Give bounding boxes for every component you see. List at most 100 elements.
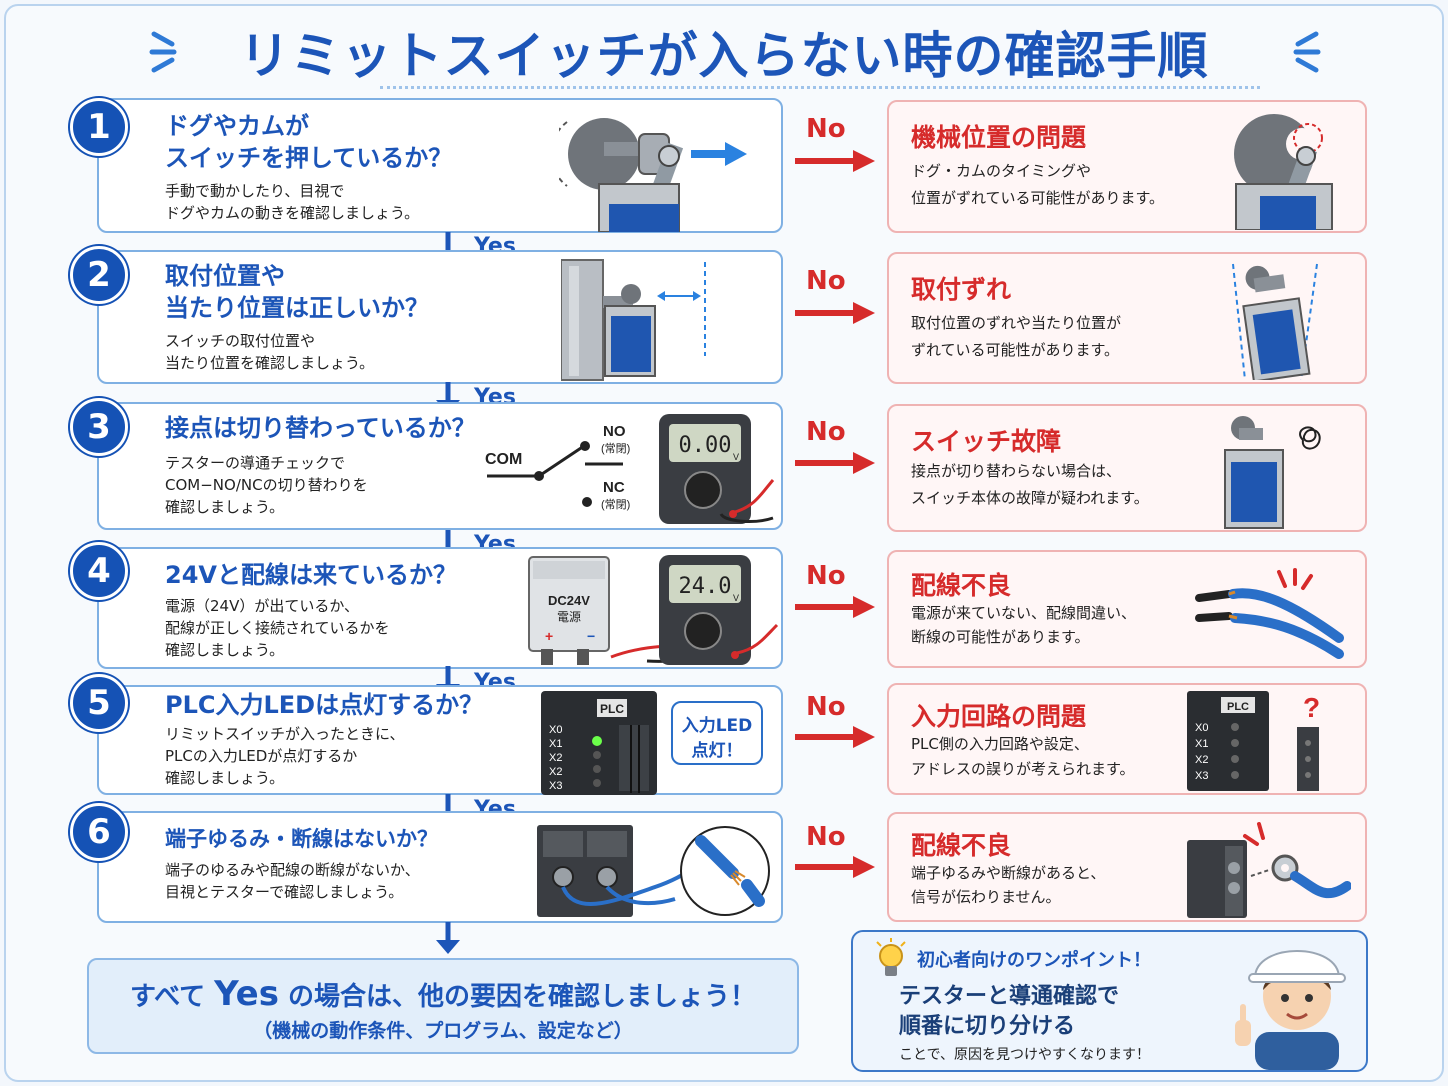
step-number-6: 6	[70, 803, 128, 861]
step-box-3: 接点は切り替わっているか？ テスターの導通チェックで COM−NO/NCの切り替…	[97, 402, 783, 530]
broken-wire-icon	[1195, 568, 1344, 659]
step-question: 24Vと配線は来ているか？	[165, 561, 457, 589]
lightbulb-icon	[876, 938, 906, 976]
led-callout: 入力LED 点灯！	[671, 701, 763, 765]
plc-input-label: X3	[549, 780, 562, 792]
terminal-loose-icon	[537, 825, 770, 917]
plc-input-label: X1	[1195, 738, 1208, 750]
tip-main-line: テスターと導通確認で	[899, 984, 1120, 1009]
meter-unit: V	[733, 593, 739, 603]
result-title: 機械位置の問題	[911, 123, 1087, 152]
loose-terminal-icon	[1187, 822, 1351, 918]
plc-input-label: X3	[1195, 770, 1208, 782]
no-arrow-icon	[795, 596, 875, 618]
switch-mount-icon	[561, 259, 706, 381]
step-desc: 電源（24V）が出ているか、	[165, 597, 360, 615]
result-box-5: 入力回路の問題 PLC側の入力回路や設定、 アドレスの誤りが考えられます。 PL…	[887, 683, 1367, 795]
step-box-5: PLC入力LEDは点灯するか？ リミットスイッチが入ったときに、 PLCの入力L…	[97, 685, 783, 795]
svg-text:−: −	[587, 628, 595, 644]
multimeter-icon: 0.00 V	[659, 414, 775, 524]
final-message-yes: Yes	[214, 974, 279, 1014]
spark-left-icon	[149, 31, 177, 73]
no-arrow-icon	[795, 726, 875, 748]
tip-main-text: テスターと導通確認で 順番に切り分ける	[899, 982, 1119, 1042]
step-number-5: 5	[70, 674, 128, 732]
step-box-1: ドグやカムが スイッチを押しているか？ 手動で動かしたり、目視で ドグやカムの動…	[97, 98, 783, 233]
step-question: スイッチを押しているか？	[165, 144, 453, 172]
step-question: 接点は切り替わっているか？	[165, 414, 476, 442]
result-title: 取付ずれ	[911, 275, 1012, 304]
step-number-2: 2	[70, 246, 128, 304]
result-title: 配線不良	[911, 571, 1012, 600]
step-box-4: 24Vと配線は来ているか？ 電源（24V）が出ているか、 配線が正しく接続されて…	[97, 547, 783, 669]
no-label-6: No	[806, 822, 846, 852]
meter-reading: 0.00	[679, 433, 732, 458]
step-question: 当たり位置は正しいか？	[165, 294, 429, 322]
result-title: スイッチ故障	[911, 427, 1062, 456]
title-underline	[380, 86, 1260, 89]
tip-heading: 初心者向けのワンポイント！	[917, 950, 1151, 971]
result-desc: PLC側の入力回路や設定、	[911, 735, 1089, 753]
result-desc: 電源が来ていない、配線間違い、	[911, 604, 1137, 622]
result-desc: 取付位置のずれや当たり位置が	[911, 314, 1122, 332]
result-desc: 接点が切り替わらない場合は、	[911, 462, 1122, 480]
nc-contact-sublabel: (常閉)	[601, 498, 630, 511]
plc-label: PLC	[600, 702, 624, 716]
result-box-4: 配線不良 電源が来ていない、配線間違い、 断線の可能性があります。	[887, 550, 1367, 668]
dog-cam-switch-icon	[559, 118, 747, 232]
result-title: 入力回路の問題	[911, 702, 1087, 731]
step-desc: COM−NO/NCの切り替わりを	[165, 476, 368, 494]
plc-input-label: X0	[1195, 722, 1208, 734]
step-desc: 当たり位置を確認しましょう。	[165, 354, 375, 372]
com-label: COM	[485, 451, 522, 468]
step-desc: 端子のゆるみや配線の断線がないか、	[165, 861, 420, 879]
result-desc: 断線の可能性があります。	[911, 628, 1090, 646]
page-title: リミットスイッチが入らない時の確認手順	[239, 27, 1209, 85]
plc-input-label: X2	[1195, 754, 1208, 766]
broken-switch-icon	[1224, 416, 1321, 529]
svg-text:+: +	[545, 628, 553, 644]
step-desc: テスターの導通チェックで	[165, 454, 346, 472]
result-desc: 端子ゆるみや断線があると、	[911, 864, 1106, 882]
tilted-switch-icon	[1232, 263, 1318, 380]
callout-text: 点灯！	[691, 741, 743, 761]
step-desc: スイッチの取付位置や	[165, 332, 316, 350]
result-desc: ドグ・カムのタイミングや	[911, 162, 1092, 180]
result-desc: スイッチ本体の故障が疑われます。	[911, 489, 1149, 507]
step-desc: ドグやカムの動きを確認しましょう。	[165, 204, 420, 222]
no-label-2: No	[806, 266, 846, 296]
plc-input-label: X1	[549, 738, 562, 750]
psu-label: DC24V	[548, 593, 590, 608]
question-mark: ?	[1303, 692, 1320, 723]
no-contact-sublabel: (常閉)	[601, 442, 630, 455]
result-desc: アドレスの誤りが考えられます。	[911, 760, 1135, 778]
no-arrow-icon	[795, 150, 875, 172]
step-desc: PLCの入力LEDが点灯するか	[165, 747, 358, 765]
spark-right-icon	[1293, 31, 1321, 73]
step-question: 取付位置や	[165, 262, 285, 290]
result-title: 配線不良	[911, 831, 1012, 860]
result-box-1: 機械位置の問題 ドグ・カムのタイミングや 位置がずれている可能性があります。	[887, 100, 1367, 233]
step-desc: 確認しましょう。	[165, 769, 285, 787]
step-desc: 手動で動かしたり、目視で	[165, 182, 345, 200]
final-message-post: の場合は、他の要因を確認しましょう！	[278, 982, 757, 1012]
tip-sub-text: ことで、原因を見つけやすくなります！	[899, 1047, 1151, 1063]
down-arrow-icon	[436, 922, 460, 954]
result-box-3: スイッチ故障 接点が切り替わらない場合は、 スイッチ本体の故障が疑われます。	[887, 404, 1367, 532]
worker-avatar-icon	[1235, 950, 1346, 1070]
callout-text: 入力LED	[681, 716, 753, 736]
no-label-1: No	[806, 114, 846, 144]
step-question: ドグやカムが	[165, 112, 309, 140]
step-question: PLC入力LEDは点灯するか？	[165, 691, 484, 719]
no-label-3: No	[806, 417, 846, 447]
no-arrow-icon	[795, 856, 875, 878]
contact-diagram-icon: COM NO (常閉) NC (常閉)	[485, 423, 630, 511]
final-sub-message: （機械の動作条件、プログラム、設定など）	[253, 1020, 633, 1042]
result-box-2: 取付ずれ 取付位置のずれや当たり位置が ずれている可能性があります。	[887, 252, 1367, 384]
step-desc: 目視とテスターで確認しましょう。	[165, 883, 404, 901]
plc-icon: PLC X0 X1 X2 X2 X3	[541, 691, 657, 795]
step-number-3: 3	[70, 398, 128, 456]
step-desc: リミットスイッチが入ったときに、	[165, 725, 405, 743]
step-desc: 配線が正しく接続されているかを	[165, 619, 390, 637]
nc-contact-label: NC	[603, 479, 625, 496]
